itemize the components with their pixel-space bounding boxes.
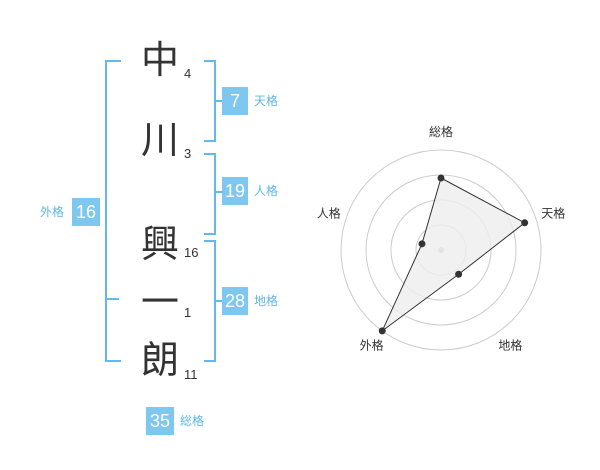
radar-point-1 <box>437 174 445 182</box>
gaikaku-value-box: 16 <box>72 198 100 226</box>
stroke-count-4: 1 <box>184 305 192 320</box>
chikaku-connector <box>214 300 222 302</box>
tenkaku-label: 天格 <box>254 94 279 108</box>
radar-area <box>381 177 526 332</box>
stroke-count-1: 4 <box>184 66 192 81</box>
radar-point-2 <box>521 219 529 227</box>
name-char-3: 興 <box>140 222 179 266</box>
gaikaku-label: 外格 <box>40 205 65 219</box>
radar-axis-label-5: 人格 <box>317 206 341 221</box>
tenkaku-connector <box>214 100 222 102</box>
tenkaku-value-box: 7 <box>222 87 248 115</box>
radar-ring-4 <box>340 149 542 351</box>
soukaku-label: 総格 <box>180 414 205 428</box>
name-char-5: 朗 <box>140 338 179 382</box>
radar-axis-label-3: 地格 <box>498 337 522 352</box>
name-char-1: 中 <box>140 38 179 82</box>
stroke-count-5: 11 <box>184 367 198 382</box>
stroke-count-2: 3 <box>184 146 192 161</box>
jinkaku-bracket <box>204 153 216 235</box>
gaikaku-bracket <box>105 60 121 362</box>
name-char-4: 一 <box>140 280 179 324</box>
soukaku-value-box: 35 <box>146 407 174 435</box>
radar-axis-label-1: 総格 <box>429 124 453 139</box>
jinkaku-connector <box>214 191 222 193</box>
jinkaku-label: 人格 <box>254 184 279 198</box>
radar-point-5 <box>418 240 426 248</box>
jinkaku-value-box: 19 <box>222 177 248 205</box>
radar-axis-label-2: 天格 <box>541 206 565 221</box>
radar-point-4 <box>378 327 386 335</box>
radar-point-3 <box>455 270 463 278</box>
name-char-2: 川 <box>140 118 179 162</box>
radar-axis-label-4: 外格 <box>360 337 384 352</box>
chikaku-value-box: 28 <box>222 287 248 315</box>
chikaku-label: 地格 <box>254 294 279 308</box>
stroke-count-3: 16 <box>184 245 199 260</box>
gaikaku-divider <box>105 298 119 300</box>
